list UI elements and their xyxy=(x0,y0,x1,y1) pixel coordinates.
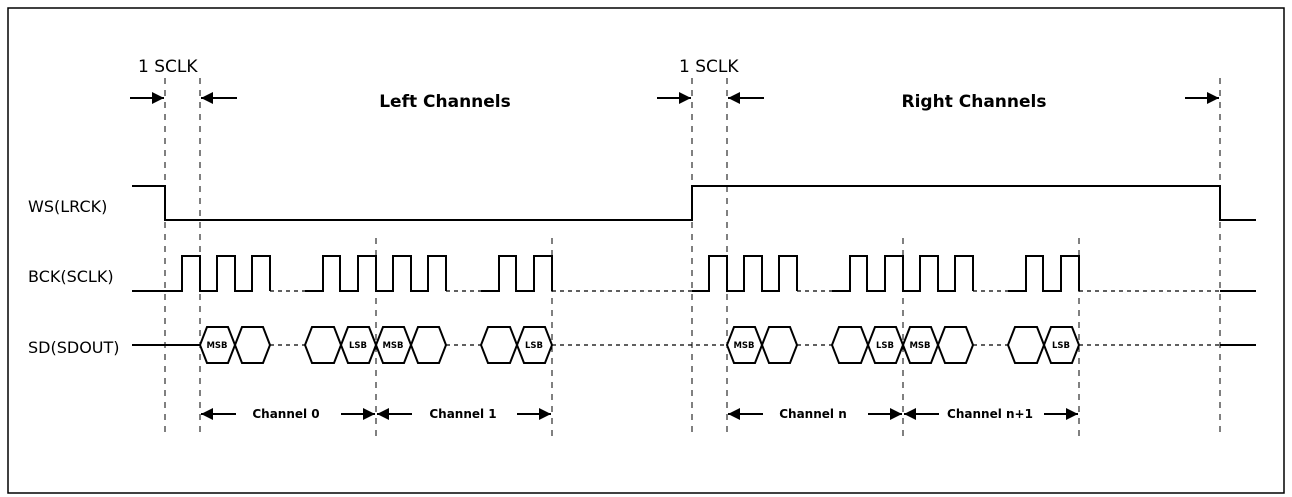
channel-1-label: Channel 1 xyxy=(429,407,496,421)
channel-span-arrows xyxy=(201,408,1078,420)
sd-waveform xyxy=(132,326,1256,364)
channel-n-plus-1-label: Channel n+1 xyxy=(947,407,1033,421)
lsb-tag: LSB xyxy=(525,341,543,351)
diagram-border xyxy=(7,7,1285,494)
ws-waveform xyxy=(132,185,1256,221)
channel-0-label: Channel 0 xyxy=(252,407,319,421)
sclk-label-left: 1 SCLK xyxy=(138,57,198,77)
sclk-arrows xyxy=(130,92,1219,104)
ws-signal-label: WS(LRCK) xyxy=(28,197,107,216)
bck-signal-label: BCK(SCLK) xyxy=(28,267,114,286)
sd-signal-label: SD(SDOUT) xyxy=(28,338,120,357)
lsb-tag: LSB xyxy=(876,341,894,351)
bck-waveform xyxy=(132,255,1256,292)
msb-tag: MSB xyxy=(206,341,227,351)
lsb-tag: LSB xyxy=(349,341,367,351)
right-channels-title: Right Channels xyxy=(902,92,1047,112)
sclk-label-right: 1 SCLK xyxy=(679,57,739,77)
lsb-tag: LSB xyxy=(1052,341,1070,351)
channel-n-label: Channel n xyxy=(779,407,847,421)
msb-tag: MSB xyxy=(733,341,754,351)
left-channels-title: Left Channels xyxy=(379,92,511,112)
msb-tag: MSB xyxy=(382,341,403,351)
msb-tag: MSB xyxy=(909,341,930,351)
